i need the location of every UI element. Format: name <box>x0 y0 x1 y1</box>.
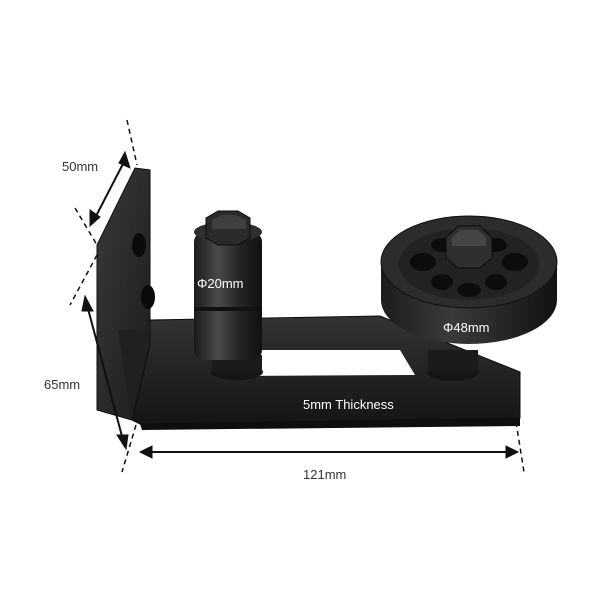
wheel-hole-icon <box>485 274 507 290</box>
wall-plate <box>96 167 155 421</box>
height-label: 65mm <box>44 377 81 392</box>
thickness-label: 5mm Thickness <box>303 397 394 412</box>
extension-line <box>74 207 98 246</box>
large-wheel-diameter-label: Φ48mm <box>443 320 490 335</box>
arrowhead-icon <box>138 445 153 459</box>
extension-line <box>121 424 137 473</box>
small-roller-diameter-label: Φ20mm <box>197 276 244 291</box>
arrowhead-icon <box>116 434 129 451</box>
screw-hole-icon <box>141 285 155 309</box>
arrowhead-icon <box>81 294 94 312</box>
wheel-hole-icon <box>502 253 528 271</box>
screw-hole-icon <box>132 233 146 257</box>
depth-dimension-arrow <box>94 159 126 219</box>
depth-label: 50mm <box>62 159 99 174</box>
small-roller <box>194 210 263 380</box>
wheel-hole-icon <box>410 253 436 271</box>
wheel-hole-icon <box>457 283 481 297</box>
length-label: 121mm <box>303 467 347 482</box>
arrowhead-icon <box>89 209 101 228</box>
wheel-hole-icon <box>431 274 453 290</box>
extension-line <box>515 421 525 473</box>
arrowhead-icon <box>118 150 131 169</box>
large-wheel <box>380 215 558 381</box>
height-dimension-arrow <box>86 304 124 441</box>
dimension-lines <box>69 119 525 473</box>
extension-line <box>69 254 98 306</box>
arrowhead-icon <box>505 445 520 459</box>
extension-line <box>126 119 138 166</box>
